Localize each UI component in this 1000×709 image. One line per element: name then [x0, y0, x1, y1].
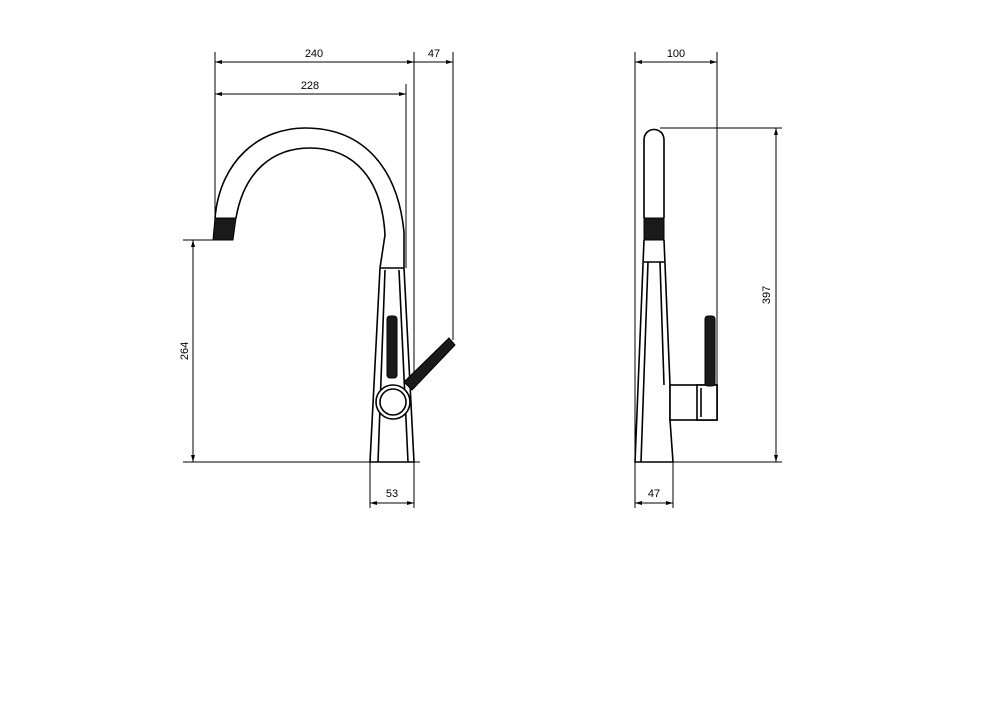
side-lever-handle [704, 315, 716, 387]
arrowhead [370, 501, 377, 505]
spout-outer-curve [214, 127, 405, 268]
arrowhead [407, 60, 414, 64]
side-lever-cap [696, 384, 718, 421]
arrowhead [635, 501, 642, 505]
spout-outlet-tip [212, 217, 237, 241]
pull-out-hose-slot [386, 315, 398, 379]
arrowhead [710, 60, 717, 64]
side-faucet-body [634, 239, 674, 463]
dimension-label-53: 53 [386, 488, 398, 500]
side-body-facet-left [640, 261, 649, 463]
arrowhead [215, 60, 222, 64]
arrowhead [191, 455, 195, 462]
lever-handle [403, 337, 456, 391]
arrowhead [666, 501, 673, 505]
dimension-label-228: 228 [301, 80, 319, 92]
dimension-label-264: 264 [179, 342, 191, 360]
dimension-label-397: 397 [761, 286, 773, 304]
arrowhead [407, 501, 414, 505]
body-facet-line-right [398, 269, 409, 463]
side-spout-stem [643, 128, 665, 218]
side-body-facet-right [659, 261, 665, 386]
arrowhead [446, 60, 453, 64]
faucet-body [369, 267, 415, 463]
lever-knob-inner [379, 388, 407, 416]
arrowhead [191, 240, 195, 247]
arrowhead [215, 92, 222, 96]
arrowhead [774, 455, 778, 462]
front-view: 240 47 228 264 53 [179, 48, 456, 508]
body-facet-line-left [377, 269, 386, 463]
dimension-label-47-base: 47 [648, 488, 660, 500]
arrowhead [635, 60, 642, 64]
dimension-label-240: 240 [305, 48, 323, 60]
side-spout-band [643, 217, 665, 241]
side-view: 100 397 47 [634, 48, 782, 508]
dimension-label-100: 100 [667, 48, 685, 60]
arrowhead [774, 128, 778, 135]
dimension-label-47-lever: 47 [428, 48, 440, 60]
arrowhead [399, 92, 406, 96]
spout-inner-curve [235, 147, 386, 269]
